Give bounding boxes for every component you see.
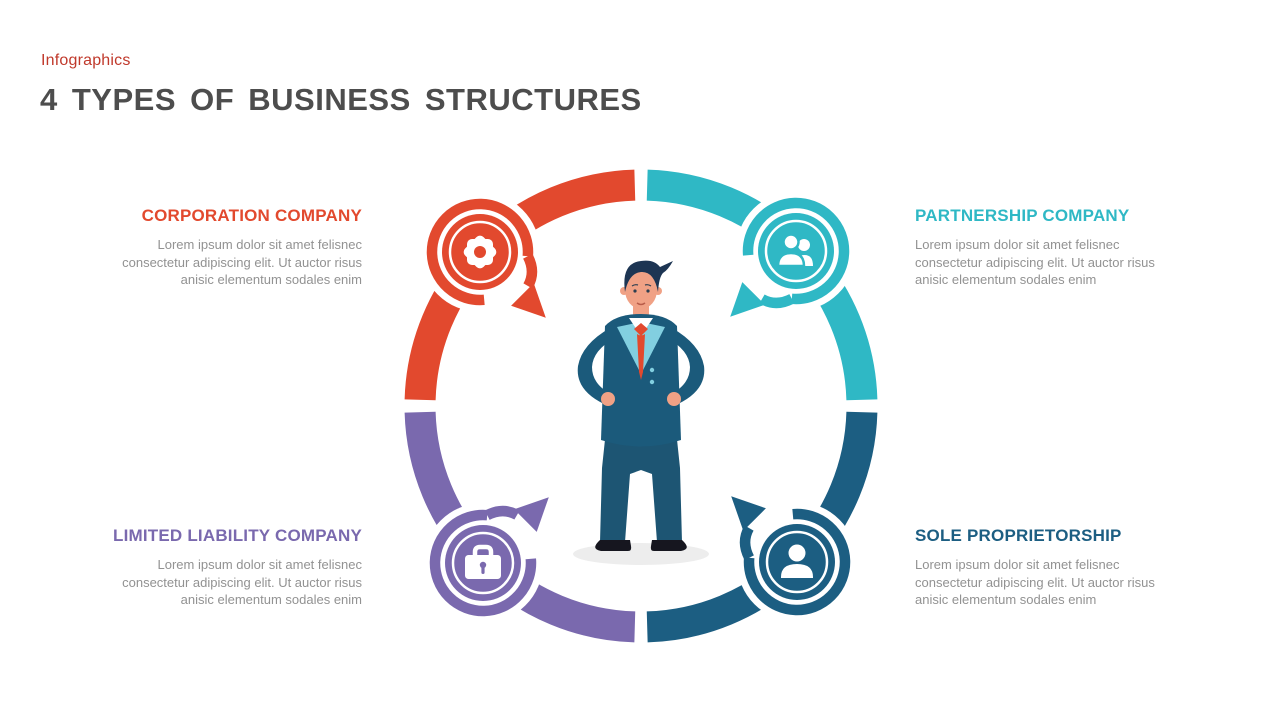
badge-limited-liability bbox=[423, 497, 549, 623]
badge-corporation bbox=[420, 192, 546, 318]
section-title: PARTNERSHIP COMPANY bbox=[915, 206, 1130, 225]
section-title: CORPORATION COMPANY bbox=[141, 206, 362, 225]
partners-icon bbox=[776, 233, 813, 268]
businessman-illustration bbox=[573, 260, 709, 565]
section-body: Lorem ipsum dolor sit amet felisnec cons… bbox=[915, 237, 1155, 287]
user-icon bbox=[781, 544, 813, 578]
gear-icon bbox=[463, 235, 497, 269]
eyebrow-label: Infographics bbox=[41, 52, 131, 69]
section-sole-proprietorship: SOLE PROPRIETORSHIP Lorem ipsum dolor si… bbox=[915, 526, 1171, 609]
section-corporation-company: CORPORATION COMPANY Lorem ipsum dolor si… bbox=[106, 206, 362, 289]
section-title: LIMITED LIABILITY COMPANY bbox=[113, 526, 362, 545]
section-partnership-company: PARTNERSHIP COMPANY Lorem ipsum dolor si… bbox=[915, 206, 1171, 289]
page-title: 4 TYPES OF BUSINESS STRUCTURES bbox=[40, 82, 642, 117]
section-body: Lorem ipsum dolor sit amet felisnec cons… bbox=[122, 237, 362, 287]
briefcase-icon bbox=[465, 544, 501, 579]
section-body: Lorem ipsum dolor sit amet felisnec cons… bbox=[915, 557, 1155, 607]
section-title: SOLE PROPRIETORSHIP bbox=[915, 526, 1122, 545]
section-body: Lorem ipsum dolor sit amet felisnec cons… bbox=[122, 557, 362, 607]
badge-sole-proprietorship bbox=[731, 496, 857, 622]
section-limited-liability-company: LIMITED LIABILITY COMPANY Lorem ipsum do… bbox=[106, 526, 362, 609]
badge-partnership bbox=[730, 191, 856, 317]
